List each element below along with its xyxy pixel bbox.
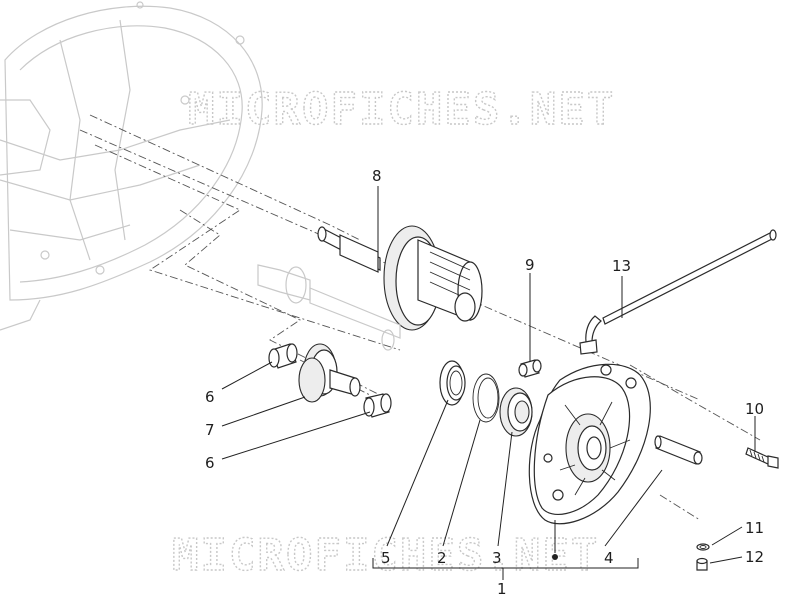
ball-bearing [499,387,533,437]
leader-lines [221,186,756,580]
callout-5: 5 [381,549,391,567]
small-screw [696,557,708,571]
intermediate-gear [298,343,361,403]
callout-6-upper: 6 [205,388,215,406]
circlip [472,373,500,423]
callout-2: 2 [437,549,447,567]
callout-3: 3 [492,549,502,567]
watermark-top: MICROFICHES.NET [188,84,615,135]
engine-case-ghost [0,1,263,331]
dowel-pin [654,435,703,465]
callout-6-lower: 6 [205,454,215,472]
breather-pipe [579,229,777,355]
callout-12: 12 [745,548,764,566]
needle-bearing-lower [363,393,392,418]
needle-bearing-upper [268,343,298,369]
callout-labels: 8 9 13 6 7 6 10 11 12 5 2 3 4 1 [205,167,764,598]
drive-shaft-ghost [257,264,401,351]
callout-13: 13 [612,257,631,275]
oil-seal [439,360,466,406]
callout-9: 9 [525,256,535,274]
callout-1: 1 [497,580,507,598]
callout-11: 11 [745,519,764,537]
washer [696,543,710,551]
callout-8: 8 [372,167,382,185]
secondary-gear-shaft [317,225,483,331]
callout-7: 7 [205,421,215,439]
callout-10: 10 [745,400,764,418]
callout-4: 4 [604,549,614,567]
watermark-bottom: MICROFICHES.NET [172,530,599,581]
bushing [518,359,542,378]
cover-bolt [745,447,779,469]
transmission-cover [528,363,651,525]
